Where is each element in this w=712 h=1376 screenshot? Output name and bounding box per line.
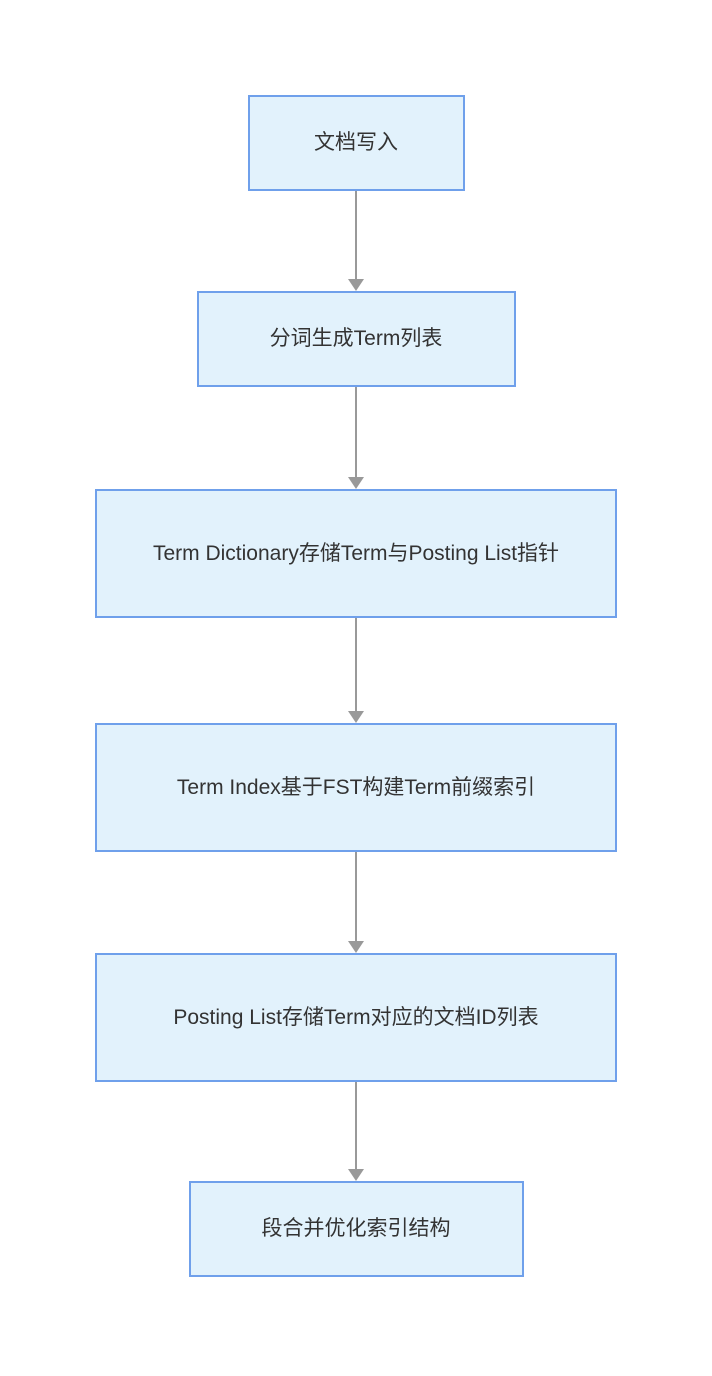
node-doc-write: 文档写入 [247, 95, 465, 191]
arrow-line [355, 191, 357, 279]
node-term-index-fst: Term Index基于FST构建Term前缀索引 [95, 723, 617, 852]
arrowhead-icon [348, 711, 364, 723]
node-label: Term Dictionary存储Term与Posting List指针 [152, 541, 560, 565]
arrow-n5-n6 [348, 1082, 364, 1181]
node-label: 文档写入 [314, 131, 398, 154]
node-label: 段合并优化索引结构 [261, 1217, 451, 1240]
node-label: 分词生成Term列表 [269, 327, 443, 350]
arrow-line [355, 1082, 357, 1169]
arrowhead-icon [348, 941, 364, 953]
arrow-n4-n5 [348, 852, 364, 953]
node-posting-list: Posting List存储Term对应的文档ID列表 [95, 953, 617, 1082]
node-term-dictionary: Term Dictionary存储Term与Posting List指针 [95, 489, 617, 618]
arrow-line [355, 852, 357, 941]
node-segment-merge: 段合并优化索引结构 [188, 1181, 524, 1277]
node-label: Term Index基于FST构建Term前缀索引 [176, 775, 536, 799]
arrowhead-icon [348, 279, 364, 291]
node-tokenize-term-list: 分词生成Term列表 [196, 291, 516, 387]
arrow-n2-n3 [348, 387, 364, 489]
arrow-n3-n4 [348, 618, 364, 723]
arrowhead-icon [348, 477, 364, 489]
arrow-line [355, 618, 357, 711]
arrow-n1-n2 [348, 191, 364, 291]
arrow-line [355, 387, 357, 477]
arrowhead-icon [348, 1169, 364, 1181]
node-label: Posting List存储Term对应的文档ID列表 [173, 1005, 539, 1029]
